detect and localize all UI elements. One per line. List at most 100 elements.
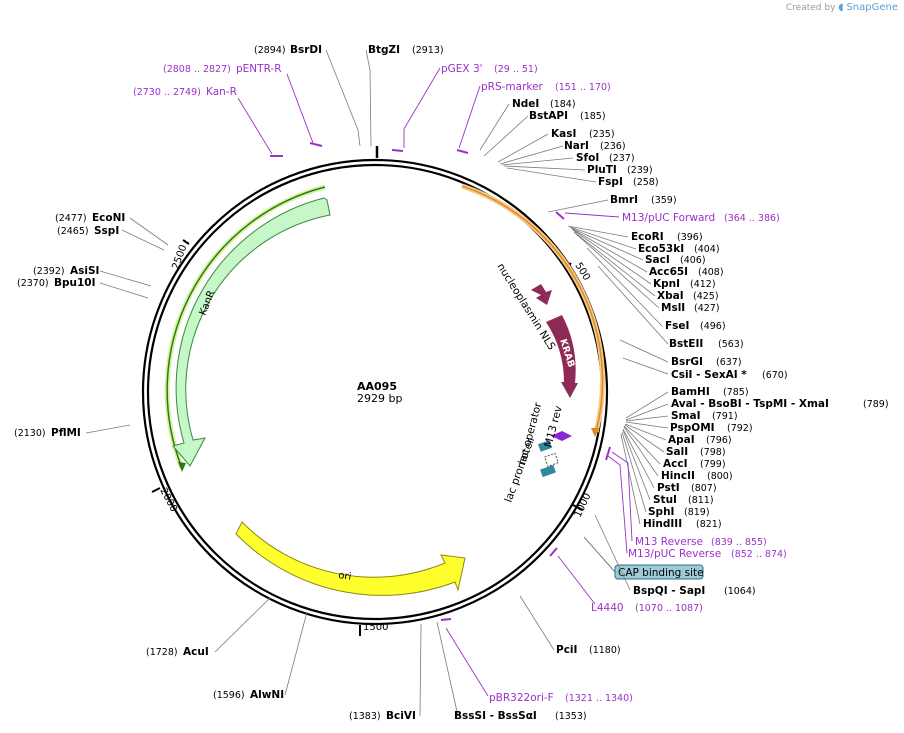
backbone-outer (141, 158, 609, 626)
sites-7-pos-label: (239) (627, 165, 653, 176)
krab-arrow (546, 315, 578, 398)
sites-15-name-label: XbaI (657, 290, 684, 302)
primers-6-name-label: M13/pUC Reverse (628, 548, 721, 560)
lac-promoter-dashed (543, 452, 559, 468)
sites-43-pos-label: (2477) (55, 213, 87, 224)
primers-1-name-label: Kan-R (206, 86, 237, 98)
sites-27-name-label: AccI (663, 458, 687, 470)
sites-42-name-label: SspI (94, 225, 119, 237)
sites-15-pos-label: (425) (693, 291, 719, 302)
sites-24-pos-label: (792) (727, 423, 753, 434)
sites-1-pos-label: (2913) (412, 45, 444, 56)
sites-40-name-label: Bpu10I (54, 277, 96, 289)
kanr-arrow (172, 197, 331, 467)
sites-26-pos-label: (798) (700, 447, 726, 458)
ori-arrow (235, 521, 466, 596)
primers-7-pos-label: (1070 .. 1087) (635, 603, 703, 614)
sites-5-name-label: NarI (564, 140, 589, 152)
primers-0-name-label: pENTR-R (236, 63, 282, 75)
nls-arrow (531, 284, 552, 305)
sites-41-name-label: AsiSI (70, 265, 99, 277)
sites-4-pos-label: (235) (589, 129, 615, 140)
sites-25-name-label: ApaI (668, 434, 695, 446)
sites-36-name-label: BciVI (386, 710, 416, 722)
sites-12-name-label: SacI (645, 254, 670, 266)
primers-4-pos-label: (364 .. 386) (724, 213, 780, 224)
sites-2-pos-label: (184) (550, 99, 576, 110)
ori-label: ori (338, 570, 352, 583)
sites-20-pos-label: (670) (762, 370, 788, 381)
primers-4-name-label: M13/pUC Forward (622, 212, 715, 224)
sites-6-name-label: SfoI (576, 152, 599, 164)
primer-labels: (2808 .. 2827) pENTR-R (2730 .. 2749) Ka… (133, 63, 787, 704)
sites-10-name-label: EcoRI (631, 231, 664, 243)
sites-18-name-label: BstEII (669, 338, 703, 350)
lac-promoter-box (540, 464, 556, 478)
sites-2-name-label: NdeI (512, 98, 539, 110)
sites-16-pos-label: (427) (694, 303, 720, 314)
nls-label: nucleoplasmin NLS (494, 261, 557, 352)
sites-13-name-label: Acc65I (649, 266, 688, 278)
sites-39-pos-label: (2130) (14, 428, 46, 439)
sites-7-name-label: PluTI (587, 164, 617, 176)
sites-34-name-label: PciI (556, 644, 577, 656)
sites-28-name-label: HincII (661, 470, 695, 482)
sites-41-pos-label: (2392) (33, 266, 65, 277)
sites-8-pos-label: (258) (633, 177, 659, 188)
sites-9-pos-label: (359) (651, 195, 677, 206)
sites-17-name-label: FseI (665, 320, 689, 332)
sites-3-name-label: BstAPI (529, 110, 568, 122)
primers-2-name-label: pGEX 3' (441, 63, 483, 75)
sites-13-pos-label: (408) (698, 267, 724, 278)
primers-8-name-label: pBR322ori-F (489, 692, 554, 704)
sites-12-pos-label: (406) (680, 255, 706, 266)
sites-20-name-label: CsiI - SexAI * (671, 369, 747, 381)
sites-43-name-label: EcoNI (92, 212, 125, 224)
sites-23-name-label: SmaI (671, 410, 701, 422)
sites-32-name-label: HindIII (643, 518, 682, 530)
sites-18-pos-label: (563) (718, 339, 744, 350)
sites-29-name-label: PstI (657, 482, 680, 494)
sites-37-pos-label: (1596) (213, 690, 245, 701)
sites-10-pos-label: (396) (677, 232, 703, 243)
sites-19-pos-label: (637) (716, 357, 742, 368)
green-feature-arc-core (166, 186, 326, 469)
primers-8-pos-label: (1321 .. 1340) (565, 693, 633, 704)
green-arc-arrowhead (178, 462, 186, 472)
sites-38-pos-label: (1728) (146, 647, 178, 658)
sites-1-name-label: BtgZI (368, 44, 400, 56)
leader-lines (85, 49, 669, 717)
site-labels: (2894) BsrDI BtgZI (2913) NdeI (184) Bst… (14, 44, 889, 722)
sites-11-name-label: Eco53kI (638, 243, 684, 255)
sites-16-name-label: MslI (661, 302, 685, 314)
primers-3-pos-label: (151 .. 170) (555, 82, 611, 93)
sites-38-name-label: AcuI (183, 646, 209, 658)
sites-33-pos-label: (1064) (724, 586, 756, 597)
sites-11-pos-label: (404) (694, 244, 720, 255)
sites-6-pos-label: (237) (609, 153, 635, 164)
sites-29-pos-label: (807) (691, 483, 717, 494)
sites-23-pos-label: (791) (712, 411, 738, 422)
sites-31-name-label: SphI (648, 506, 674, 518)
sites-36-pos-label: (1383) (349, 711, 381, 722)
sites-32-pos-label: (821) (696, 519, 722, 530)
plasmid-length: 2929 bp (357, 392, 402, 405)
sites-33-name-label: BspQI - SapI (633, 585, 705, 597)
sites-0-name-label: BsrDI (290, 44, 322, 56)
m13-rev-arrow (551, 431, 572, 441)
sites-30-pos-label: (811) (688, 495, 714, 506)
sites-8-name-label: FspI (598, 176, 623, 188)
tick-1500: 1500 (363, 622, 388, 633)
sites-42-pos-label: (2465) (57, 226, 89, 237)
sites-9-name-label: BmrI (610, 194, 638, 206)
sites-19-name-label: BsrGI (671, 356, 703, 368)
sites-27-pos-label: (799) (700, 459, 726, 470)
sites-34-pos-label: (1180) (589, 645, 621, 656)
primers-7-name-label: L4440 (591, 602, 624, 614)
sites-22-pos-label: (789) (863, 399, 889, 410)
sites-31-pos-label: (819) (684, 507, 710, 518)
sites-25-pos-label: (796) (706, 435, 732, 446)
primers-2-pos-label: (29 .. 51) (494, 64, 538, 75)
sites-37-name-label: AlwNI (250, 689, 284, 701)
